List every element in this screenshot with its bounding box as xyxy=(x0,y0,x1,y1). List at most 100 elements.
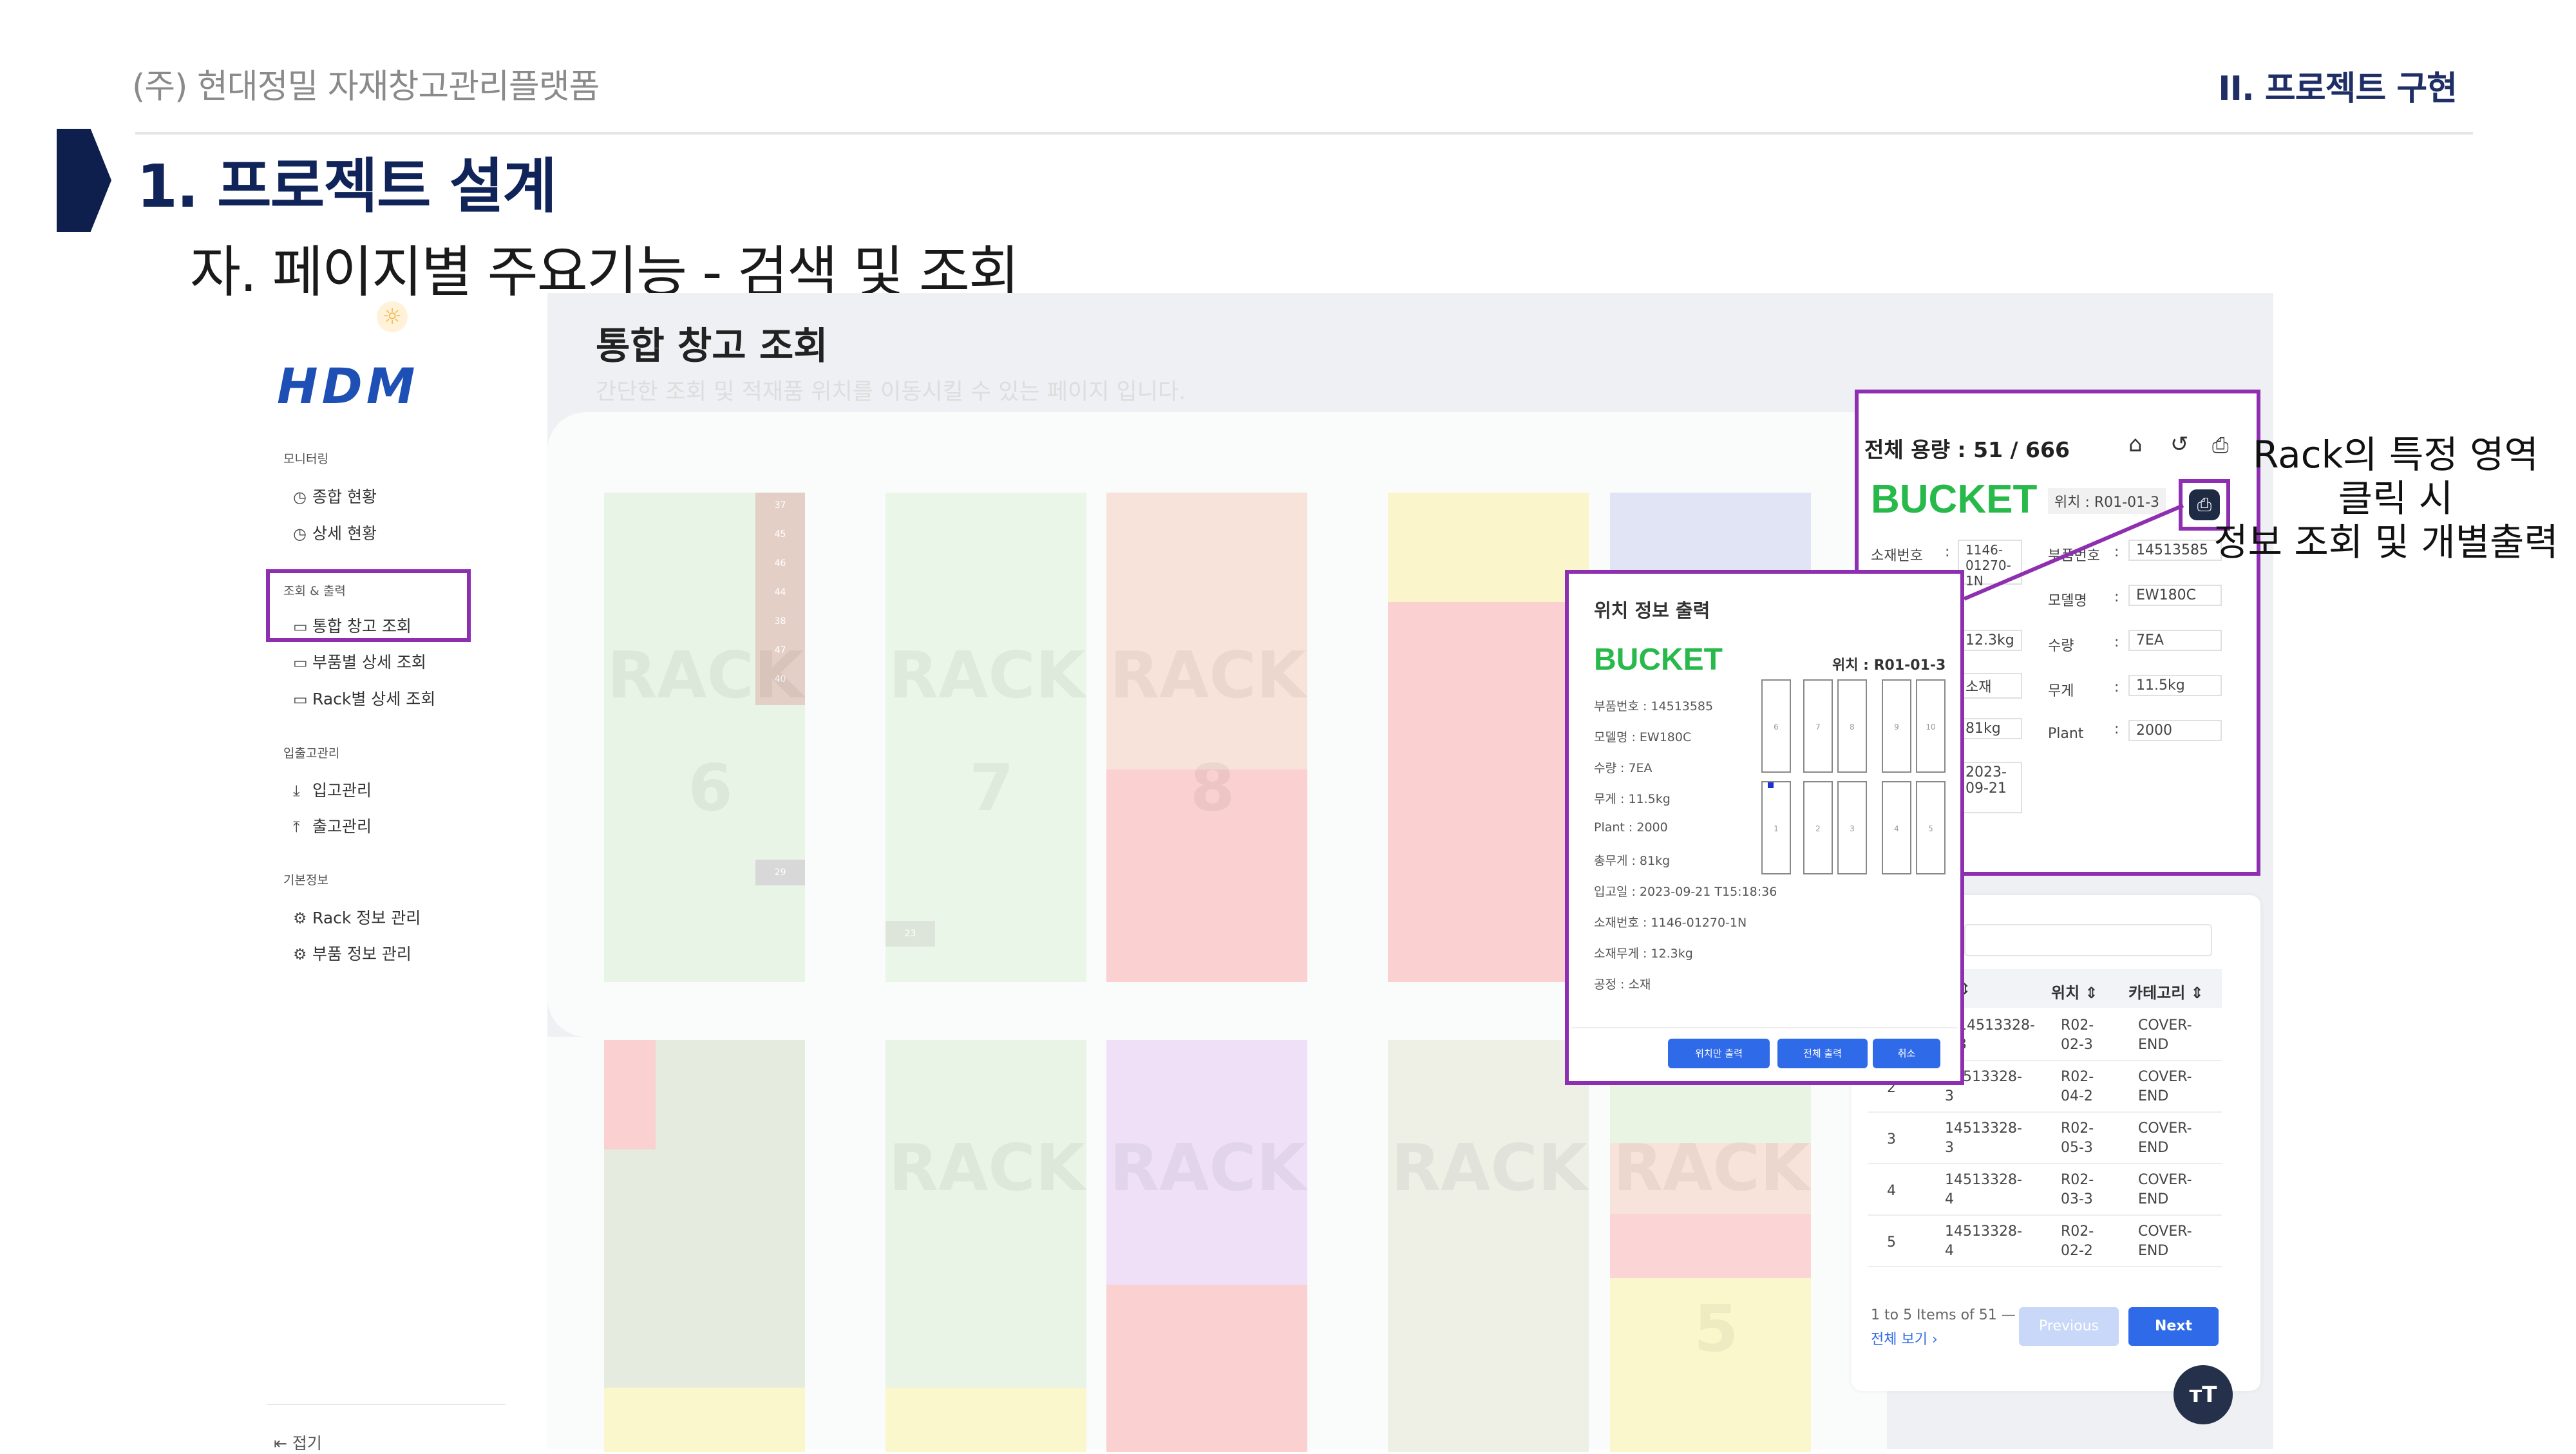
print-all-button[interactable]: 전체 출력 xyxy=(1777,1039,1868,1068)
rack-slot[interactable]: 10 xyxy=(1916,679,1946,773)
modal-item-name: BUCKET xyxy=(1594,643,1723,677)
detail-line: Plant : 2000 xyxy=(1594,820,1668,835)
print-location-button[interactable]: 위치만 출력 xyxy=(1668,1039,1770,1068)
table-row[interactable]: 5 14513328-4 R02-02-2 COVER-END xyxy=(1868,1217,2222,1267)
nav-section-basic: 기본정보 xyxy=(283,873,328,887)
refresh-icon[interactable]: ↺ xyxy=(2170,431,2189,457)
rack-slot[interactable]: 1 xyxy=(1761,781,1791,874)
detail-line: 소재번호 : 1146-01270-1N xyxy=(1594,916,1747,930)
material-no-value: 1146-01270-1N xyxy=(1958,540,2022,589)
gear-icon: ⚙ xyxy=(293,909,307,927)
rack-label: RACK xyxy=(1110,637,1307,713)
next-button[interactable]: Next xyxy=(2128,1307,2219,1346)
rack-cell[interactable]: 45 xyxy=(774,529,786,540)
colon: : xyxy=(2114,679,2119,695)
company-name: (주) 현대정밀 자재창고관리플랫폼 xyxy=(132,68,600,106)
highlight-nav-box xyxy=(266,569,471,642)
rack-8-lower xyxy=(1106,769,1307,982)
document-icon: ▭ xyxy=(293,690,308,708)
modal-divider xyxy=(1571,1027,1958,1028)
rack-number: 8 xyxy=(1190,750,1235,826)
nav-item-rack-info[interactable]: ⚙Rack 정보 관리 xyxy=(293,909,421,927)
nav-section-inout: 입출고관리 xyxy=(283,746,340,760)
colon: : xyxy=(2114,589,2119,605)
rack-4[interactable]: RACK xyxy=(886,1040,1086,1452)
rack-slot[interactable]: 8 xyxy=(1837,679,1867,773)
rack-cell[interactable]: 44 xyxy=(774,587,786,598)
rack-slot[interactable]: 2 xyxy=(1803,781,1833,874)
colon: : xyxy=(2114,544,2119,560)
item-name: BUCKET xyxy=(1871,477,2038,522)
rack-7[interactable]: 23 RACK 7 xyxy=(886,493,1086,982)
print-icon[interactable]: ⎙ xyxy=(2212,433,2229,457)
nav-item-warehouse-query[interactable]: ▭통합 창고 조회 xyxy=(293,617,412,636)
print-icon: ⎙ xyxy=(2189,489,2220,520)
home-icon[interactable]: ⌂ xyxy=(2128,431,2143,457)
view-all-link[interactable]: 전체 보기 › xyxy=(1871,1332,1938,1348)
colon: : xyxy=(2114,634,2119,650)
rack-label: RACK xyxy=(889,1130,1086,1205)
weight-label: 무게 xyxy=(2048,683,2074,699)
previous-button[interactable]: Previous xyxy=(2019,1307,2119,1346)
rack-cell[interactable]: 47 xyxy=(774,645,786,656)
cancel-button[interactable]: 취소 xyxy=(1873,1039,1940,1068)
download-icon: ⤓ xyxy=(293,782,300,800)
nav-item-outbound[interactable]: ⤒출고관리 xyxy=(293,817,372,836)
rack-number: 7 xyxy=(969,750,1014,826)
rack-3[interactable]: RACK xyxy=(1106,1040,1307,1452)
rack-5[interactable] xyxy=(604,1040,805,1452)
detail-line: 수량 : 7EA xyxy=(1594,761,1653,775)
rack-cell[interactable]: 29 xyxy=(755,860,805,885)
table-row[interactable]: 14513328-3 R02-02-3 COVER-END xyxy=(1868,1011,2222,1061)
nav-item-part-query[interactable]: ▭부품별 상세 조회 xyxy=(293,653,426,672)
rack-8[interactable]: RACK 8 xyxy=(1106,493,1307,982)
rack-2[interactable]: RACK xyxy=(1388,1040,1589,1452)
rack-cell[interactable]: 46 xyxy=(774,558,786,569)
col-category[interactable]: 카테고리 ⇕ xyxy=(2128,984,2204,1002)
rack-slot[interactable]: 5 xyxy=(1916,781,1946,874)
rack-slot[interactable]: 6 xyxy=(1761,679,1791,773)
font-size-button[interactable]: ᴛT xyxy=(2174,1365,2233,1424)
rack-label: RACK xyxy=(1110,1130,1307,1205)
detail-line: 공정 : 소재 xyxy=(1594,977,1651,992)
location-badge: 위치 : R01-01-3 xyxy=(2048,488,2166,514)
qty-value: 7EA xyxy=(2128,630,2222,651)
rack-cell[interactable]: 38 xyxy=(774,616,786,627)
rack-label: RACK xyxy=(607,637,804,713)
nav-item-overview[interactable]: ◷종합 현황 xyxy=(293,487,377,506)
sidebar-divider xyxy=(267,1404,506,1405)
rack-slot[interactable]: 9 xyxy=(1882,679,1911,773)
col-location[interactable]: 위치 ⇕ xyxy=(2051,984,2098,1002)
rack-1[interactable]: RACK 5 xyxy=(1610,1040,1811,1452)
nav-item-rack-query[interactable]: ▭Rack별 상세 조회 xyxy=(293,690,436,708)
modal-location: 위치 : R01-01-3 xyxy=(1832,657,1946,674)
rack-cell[interactable]: 40 xyxy=(774,674,786,685)
rack-9[interactable] xyxy=(1388,493,1589,982)
model-value: EW180C xyxy=(2128,585,2222,606)
rack-9-upper xyxy=(1388,493,1589,602)
detail-line: 부품번호 : 14513585 xyxy=(1594,699,1714,713)
rack-cell[interactable]: 23 xyxy=(886,921,935,947)
nav-section-monitoring: 모니터링 xyxy=(283,452,328,466)
selected-marker xyxy=(1768,782,1774,788)
detail-line: 소재무게 : 12.3kg xyxy=(1594,947,1693,961)
rack-cell[interactable]: 37 xyxy=(774,500,786,511)
detail-line: 모델명 : EW180C xyxy=(1594,730,1692,744)
nav-item-detail-status[interactable]: ◷상세 현황 xyxy=(293,524,377,543)
collapse-sidebar-button[interactable]: ⇤ 접기 xyxy=(274,1434,322,1453)
nav-section-query: 조회 & 출력 xyxy=(283,584,346,598)
table-row[interactable]: 4 14513328-4 R02-03-3 COVER-END xyxy=(1868,1166,2222,1216)
model-label: 모델명 xyxy=(2048,593,2087,609)
nav-item-part-info[interactable]: ⚙부품 정보 관리 xyxy=(293,945,412,963)
nav-item-inbound[interactable]: ⤓입고관리 xyxy=(293,781,372,800)
rack-slot[interactable]: 4 xyxy=(1882,781,1911,874)
theme-toggle-icon[interactable]: ☼ xyxy=(377,301,408,332)
table-row[interactable]: 3 14513328-3 R02-05-3 COVER-END xyxy=(1868,1114,2222,1164)
search-input[interactable] xyxy=(1964,924,2212,956)
rack-slot[interactable]: 3 xyxy=(1837,781,1867,874)
rack-slot[interactable]: 7 xyxy=(1803,679,1833,773)
modal-details: 부품번호 : 14513585 모델명 : EW180C 수량 : 7EA 무게… xyxy=(1594,697,1777,1006)
plant-label: Plant xyxy=(2048,726,2084,742)
rack-6[interactable]: 37 45 46 44 38 47 40 29 RACK 6 xyxy=(604,493,805,982)
total-weight-value: 81kg xyxy=(1958,718,2022,739)
